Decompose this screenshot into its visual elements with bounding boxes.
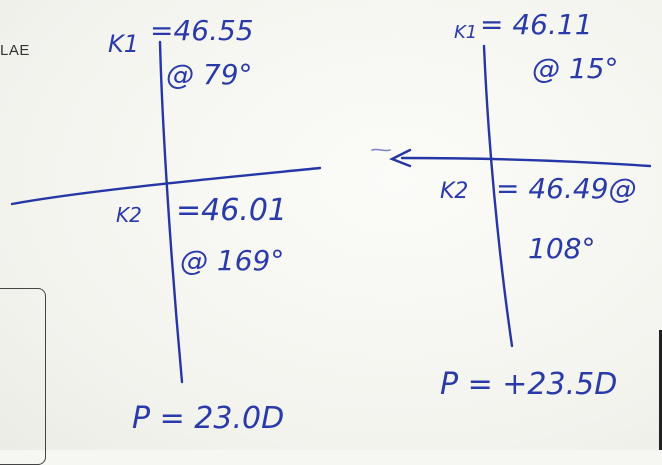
right-arrowhead <box>389 148 412 168</box>
right-vertical-axis-line <box>482 44 514 348</box>
right-k2-label: K2 <box>440 179 468 204</box>
right-k2-axis: 108° <box>528 232 595 265</box>
left-k2-axis: @ 169° <box>180 244 284 277</box>
left-vertical-axis-line <box>158 40 184 384</box>
right-k2-value: = 46.49@ <box>496 172 637 205</box>
left-k2-label: K2 <box>116 203 142 227</box>
left-horizontal-axis-line <box>10 166 322 206</box>
left-k2-value: =46.01 <box>176 193 287 228</box>
right-k1-label: K1 <box>454 22 477 43</box>
printed-margin-text: LAE <box>0 42 30 59</box>
printed-edge-line <box>659 330 662 450</box>
left-k1-value: =46.55 <box>150 14 254 47</box>
paper-sheet <box>0 0 662 450</box>
right-power-value: P = +23.5D <box>440 367 617 402</box>
handwriting-layer: K1 =46.55 @ 79° K2 =46.01 @ 169° P = 23.… <box>10 8 652 436</box>
right-k1-axis: @ 15° <box>532 52 619 85</box>
left-power-value: P = 23.0D <box>132 401 284 436</box>
left-k1-label: K1 <box>108 30 139 58</box>
right-horizontal-axis-line <box>400 156 652 168</box>
right-k1-value: = 46.11 <box>480 8 593 41</box>
faint-ink-mark <box>371 148 391 152</box>
left-k1-axis: @ 79° <box>166 58 253 91</box>
